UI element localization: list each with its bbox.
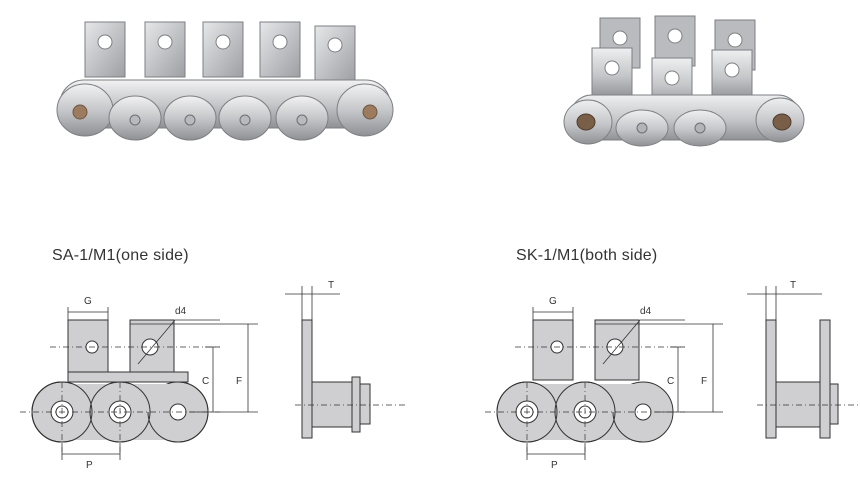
dim-c: C: [202, 376, 209, 387]
dim-t: T: [790, 280, 796, 291]
dim-p: P: [551, 460, 558, 471]
dim-f: F: [701, 376, 707, 387]
dim-t: T: [328, 280, 334, 291]
dim-d4: d4: [640, 306, 652, 317]
drawing-sk1-front-view: G d4 C F P: [485, 296, 723, 471]
drawing-sa1-side-view: T: [285, 280, 405, 439]
title-sk1-m1: SK-1/M1(both side): [516, 247, 658, 264]
dim-f: F: [236, 376, 242, 387]
dim-g: G: [549, 296, 557, 307]
photo-sk1-m1-chain: [563, 15, 805, 147]
drawing-sk1-side-view: T: [747, 280, 858, 439]
dim-d4: d4: [175, 306, 187, 317]
dim-c: C: [667, 376, 674, 387]
title-sa1-m1: SA-1/M1(one side): [52, 247, 189, 264]
drawing-sa1-front-view: G d4 C F P: [20, 296, 258, 471]
dim-p: P: [86, 460, 93, 471]
photo-sa1-m1-chain: [56, 21, 394, 141]
dim-g: G: [84, 296, 92, 307]
